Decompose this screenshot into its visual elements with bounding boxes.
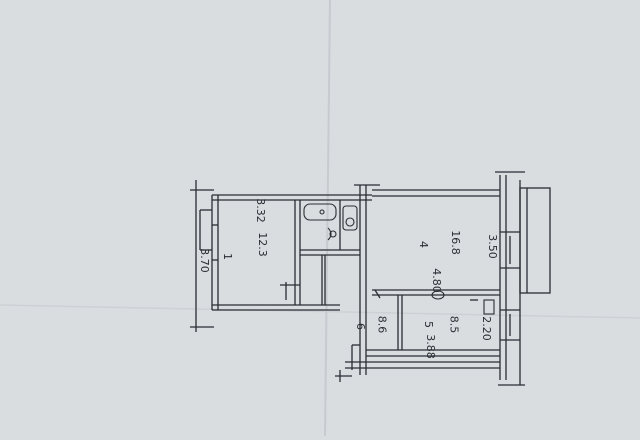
drain-icon — [319, 209, 325, 215]
sink-icon — [327, 227, 332, 241]
kitchen-stove-icon — [431, 290, 445, 300]
dimension-room-1-length: 3.32 — [253, 198, 267, 223]
room-1-area: 12.3 — [255, 232, 269, 257]
room-4-number: 4 — [417, 241, 430, 248]
room-4-area: 16.8 — [448, 230, 462, 255]
room-5-number: 5 — [422, 321, 435, 328]
walls — [190, 171, 551, 386]
room-6-number: 6 — [354, 323, 367, 330]
toilet-bowl-icon — [345, 217, 355, 227]
sink-bowl-icon — [329, 230, 337, 238]
room-1-number: 1 — [221, 253, 234, 260]
dimension-room-4-width: 3.50 — [485, 234, 499, 259]
toilet-icon — [342, 205, 358, 231]
room-6-area: 8.6 — [375, 315, 389, 334]
bathroom-fixtures — [303, 203, 495, 315]
paper-fold-vertical — [324, 0, 331, 437]
dimension-room-5-length: 3.88 — [423, 334, 437, 359]
room-5-area: 8.5 — [447, 315, 461, 334]
bathtub-icon — [303, 203, 337, 221]
dimension-room-5-width: 2.20 — [479, 316, 493, 341]
paper-fold-horizontal — [0, 304, 640, 319]
kitchen-sink-icon — [483, 299, 495, 315]
dimension-room-1-width: 3.70 — [197, 248, 211, 273]
dimension-room-4-length: 4.80 — [429, 268, 443, 293]
